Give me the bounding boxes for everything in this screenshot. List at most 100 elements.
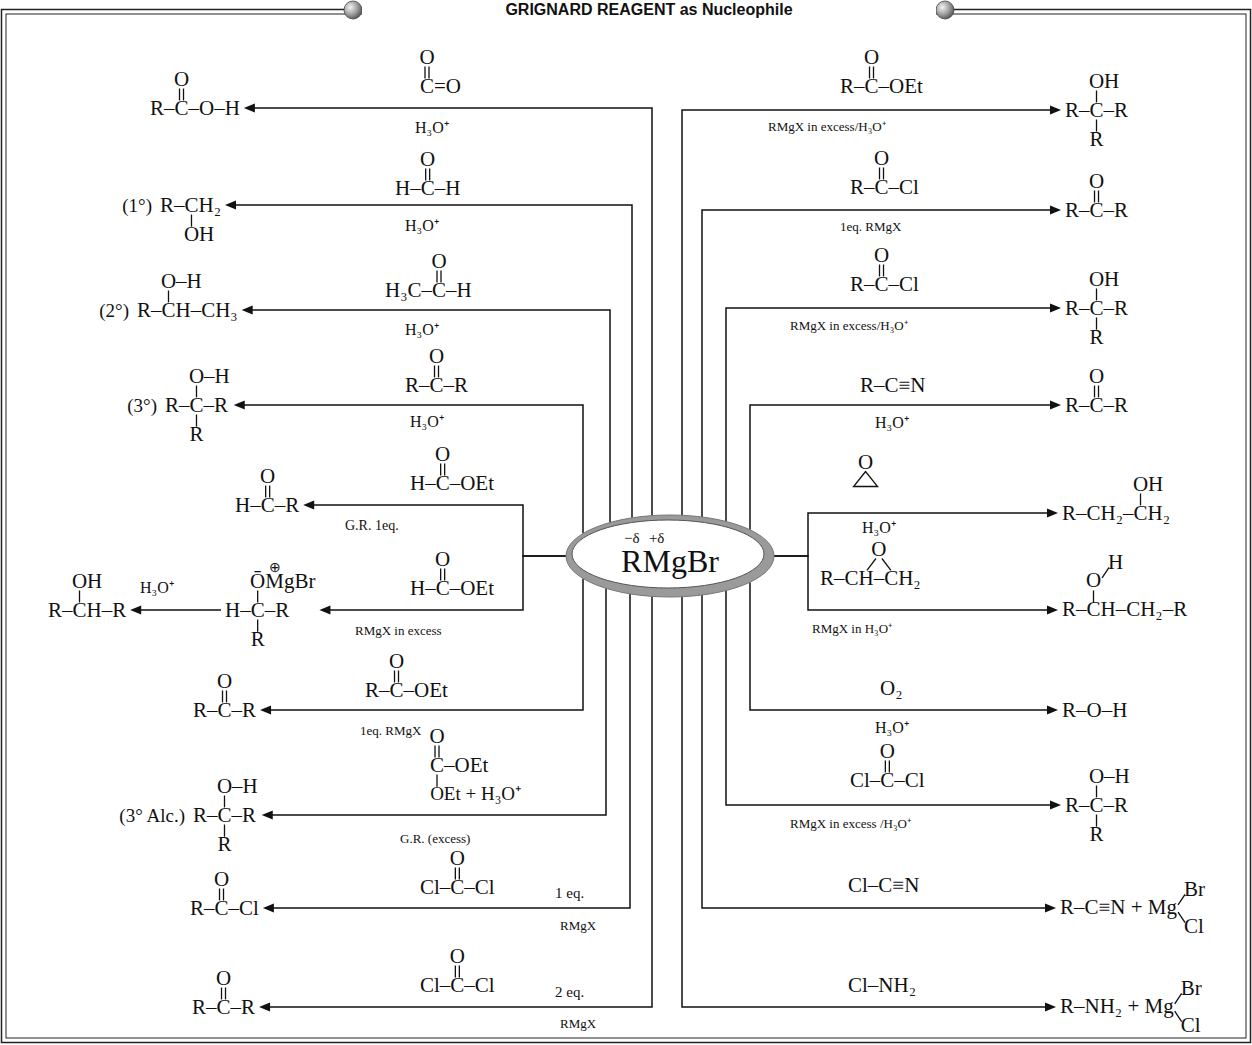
formula-part: O [216,968,231,989]
condition-text: H₃O⁺ [875,720,909,736]
arrow-line [272,594,630,908]
formula-part: Br [1184,879,1205,900]
arrow-line [682,597,1047,1007]
reaction-arrow [262,588,606,819]
condition-text: RMgX [560,1017,596,1030]
arrow-line [702,210,1052,517]
condition-text: RMgX [560,919,596,932]
arrowhead [1047,706,1058,715]
arrowhead [1050,206,1061,215]
formula-text: R–C–Cl [190,898,259,919]
formula-part: OH [1089,269,1119,290]
arrowhead [242,306,253,315]
bond-line [1175,1011,1182,1022]
product-formula: R–NH₂ + MgBrCl [1056,974,1206,1041]
condition-text: G.R. 1eq. [345,519,399,533]
reaction-arrow [260,579,583,715]
formula-part: OH [72,571,102,592]
formula-text: R–CH–CH₃ [137,300,238,321]
reaction-arrow [682,106,1061,516]
arrowhead [260,706,271,715]
formula-part: OH [1133,474,1163,495]
arrowhead [1047,509,1058,518]
formula-part: O [1089,366,1104,387]
reagent-atom: O [429,726,444,747]
reaction-arrow [750,582,1058,714]
formula-text: R–C–R [192,997,255,1018]
product-formula: R–O–H [1058,696,1131,725]
reagent-formula: Cl–C–Cl [420,877,495,898]
formula-part: R [251,629,265,650]
condition-text: H₃O⁺ [862,520,896,536]
title-sphere [344,1,362,19]
product-formula: OH R–C–R R [1061,67,1132,154]
reagent-formula: Cl–NH₂ [848,975,916,996]
reaction-arrow [682,597,1056,1012]
condition-text: H₃O⁺ [875,415,909,431]
condition-text: H₃O⁺ [405,322,439,338]
formula-part: −δ [624,531,640,546]
formula-part: R [1090,129,1104,150]
formula-text: R–C–R [193,700,256,721]
product-formula: OHR–CH–CH₂–R [1058,548,1191,625]
product-formula: OH R–C–R R [1061,265,1132,352]
ellipse-shadow [566,515,774,597]
condition-text: H₃O⁺ [140,580,174,596]
formula-part: +δ [649,531,665,546]
arrow-line [750,582,1049,710]
formula-part: O–H [217,776,258,797]
arrow-line [682,110,1052,515]
formula-part: R [1090,327,1104,348]
arrowhead [303,501,314,510]
arrow-line [251,310,610,523]
reagent-atom: O [871,539,886,560]
product-formula: OHR–CH–R [44,567,130,625]
reagent-formula: R–C–Cl [850,177,919,198]
reagent-formula: C=O [420,76,461,97]
reagent-atom: O [864,47,879,68]
formula-part: O–H [1089,766,1130,787]
formula-text: R–C≡N + Mg [1060,897,1177,918]
reagent-atom: O [450,946,465,967]
reagent-formula: R–C–R [405,375,468,396]
reaction-arrow [303,501,566,557]
reaction-arrow [774,556,1058,614]
reagent-atom: O [880,741,895,762]
formula-part: (2°) [99,301,129,320]
formula-part: (3°) [127,396,157,415]
product-formula: OH R–CH₂–CH₂ [1058,470,1174,528]
condition-text: RMgX in excess/H₃O⁺ [790,319,908,332]
reaction-arrow [726,591,1061,810]
arrowhead [244,104,255,113]
reaction-arrow [774,509,1058,557]
formula-part: O [1086,570,1101,591]
reaction-arrow [726,304,1061,522]
reagent-formula: R–C≡N [860,375,926,396]
product-formula: OR–C–O–H [146,65,244,123]
reaction-arrow [702,595,1056,912]
formula-part: OH [1089,71,1119,92]
formula-text: R–CH₂ [160,195,221,216]
condition-text: RMgX in excess /H₃O⁺ [790,817,911,830]
arrowhead [263,904,274,913]
reagent-formula: R–C–OEt [840,76,923,97]
formula-text: R–CH₂–CH₂ [1062,503,1170,524]
arrowhead [1050,401,1061,410]
formula-part: R [217,834,231,855]
formula-text: R–O–H [1062,700,1127,721]
reagent-formula: O₂ [880,678,903,699]
formula-text: R–C–R [1065,100,1128,121]
reaction-arrow [263,594,630,913]
reagent-formula: Cl–C–Cl [850,770,925,791]
condition-text: H₃O⁺ [405,218,439,234]
reaction-arrow [702,206,1061,518]
formula-text: R–C–R [165,395,228,416]
arrow-line [726,308,1052,522]
arrowhead [259,1003,270,1012]
product-formula: OR–C–R [1061,362,1132,420]
formula-text: R–C–R [1065,298,1128,319]
formula-part: O [217,671,232,692]
inner-frame [6,14,1246,1038]
arrowhead [225,201,236,210]
arrowhead [1050,106,1061,115]
